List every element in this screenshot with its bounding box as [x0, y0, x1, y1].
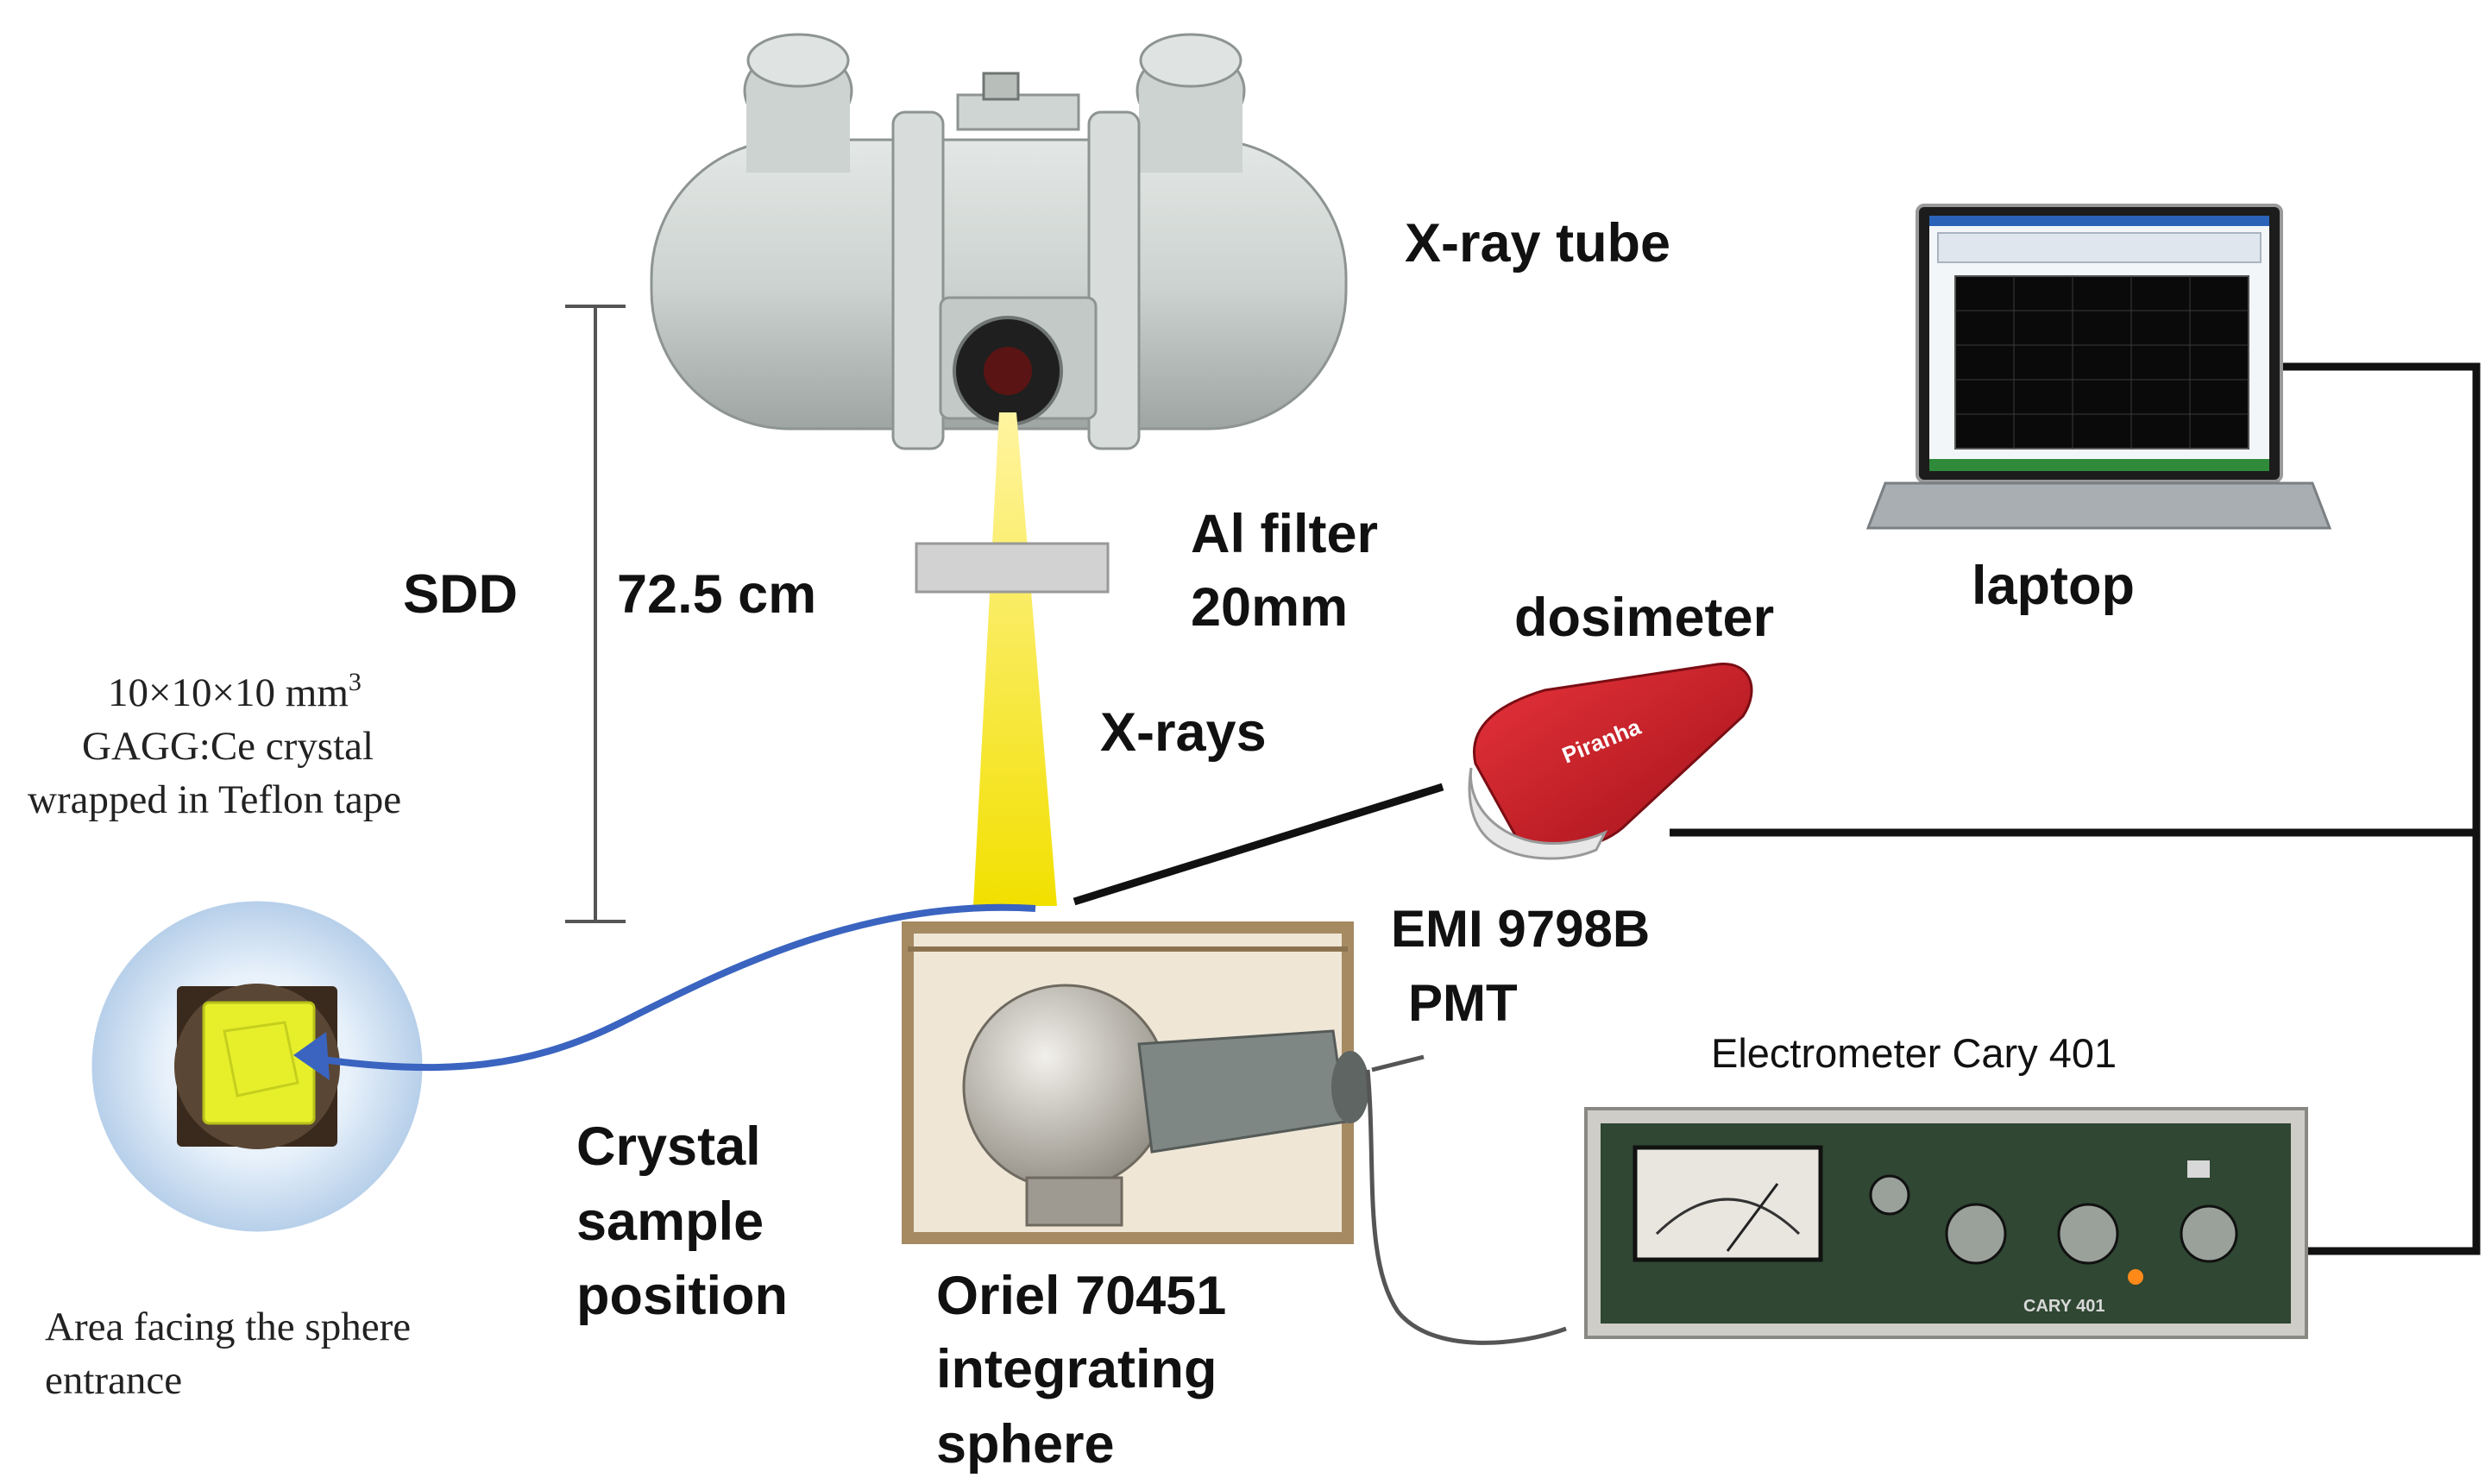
pmt-model-label: EMI 9798B [1391, 900, 1650, 958]
xray-beam [973, 412, 1057, 906]
pmt-label: PMT [1408, 974, 1518, 1032]
crystal-wrapping-label: wrapped in Teflon tape [28, 777, 401, 822]
laptop-illustration [1865, 204, 2332, 530]
sphere-label-line2: integrating [936, 1339, 1217, 1399]
electrometer-label: Electrometer Cary 401 [1711, 1030, 2117, 1076]
sample-position-arrow [306, 903, 1036, 1072]
al-filter-thickness-label: 20mm [1191, 577, 1348, 638]
laptop-label: laptop [1972, 556, 2135, 616]
area-label-line1: Area facing the sphere [45, 1305, 411, 1349]
sdd-scale-bar [565, 305, 626, 923]
electrometer-badge: CARY 401 [2023, 1297, 2105, 1316]
sphere-label-line3: sphere [936, 1414, 1115, 1475]
area-label-line2: entrance [45, 1358, 182, 1403]
xray-tube-label: X-ray tube [1405, 213, 1670, 274]
crystal-size-label: 10×10×10 mm3 [108, 668, 362, 715]
dosimeter-illustration: Piranha [1468, 663, 1753, 860]
sdd-label: SDD [403, 564, 518, 625]
xray-tube-illustration [650, 33, 1348, 450]
crystal-material-label: GAGG:Ce crystal [82, 724, 374, 769]
sample-label-line1: Crystal [576, 1116, 761, 1177]
al-filter-label: Al filter [1191, 504, 1378, 564]
sphere-label-line1: Oriel 70451 [936, 1266, 1226, 1326]
gagg-crystal [202, 1001, 316, 1125]
sphere-to-dosimeter-wire [1073, 783, 1444, 906]
crystal-sample-illustration [91, 901, 423, 1232]
electrometer-illustration: CARY 401 [1584, 1107, 2308, 1339]
sample-label-line3: position [576, 1266, 788, 1326]
al-filter-plate [915, 542, 1110, 594]
distance-label: 72.5 cm [617, 564, 816, 625]
xrays-label: X-rays [1100, 702, 1267, 763]
pmt-cable [1365, 1069, 1567, 1345]
laptop-wire [2282, 362, 2481, 1255]
dosimeter-label: dosimeter [1514, 588, 1774, 648]
integrating-sphere-illustration [902, 921, 1369, 1244]
sample-label-line2: sample [576, 1192, 764, 1252]
